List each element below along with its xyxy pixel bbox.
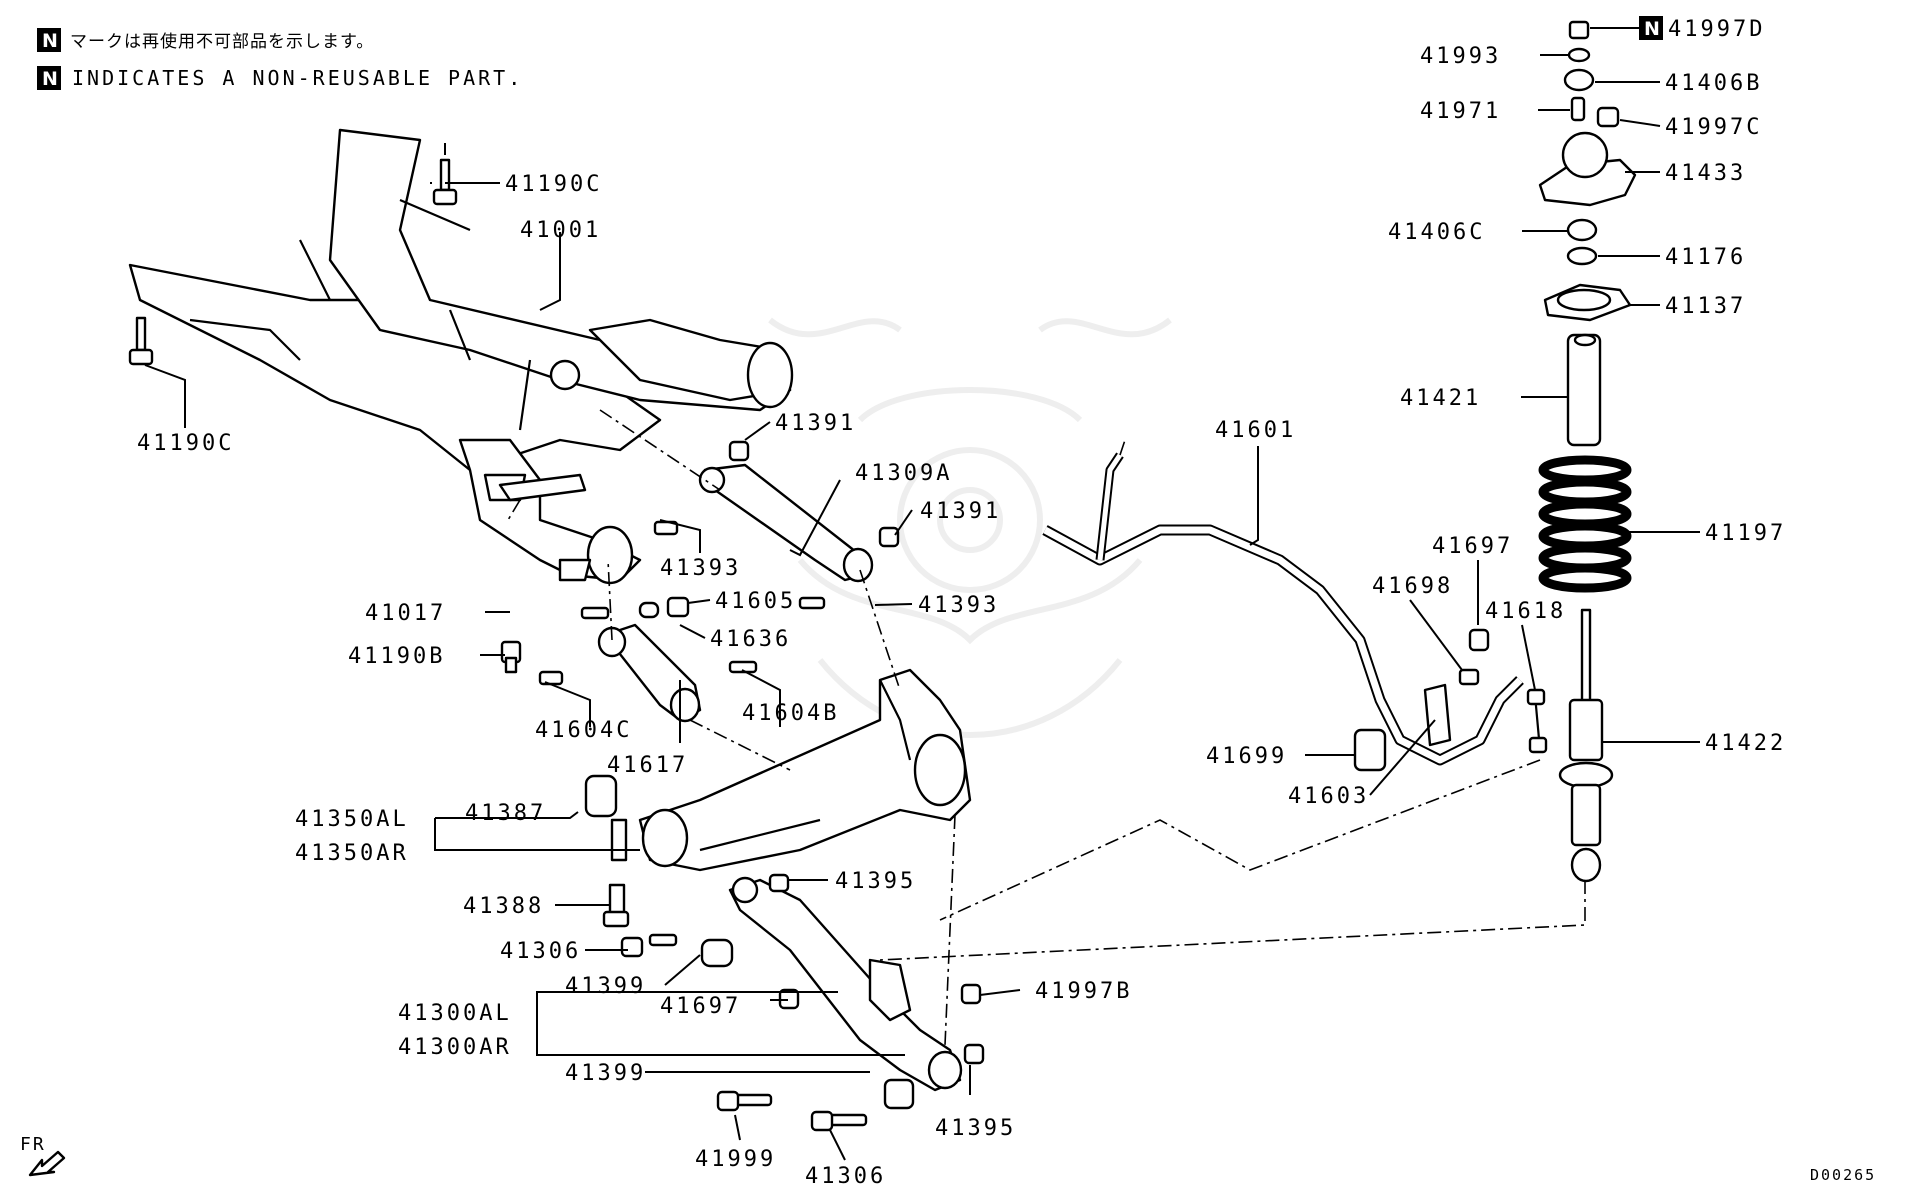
callout-41350AR: 41350AR (295, 841, 409, 866)
front-arrow-icon (28, 1150, 66, 1177)
callout-41391-a: 41391 (775, 411, 856, 436)
callout-41393-b: 41393 (918, 593, 999, 618)
callout-41406C: 41406C (1388, 220, 1485, 245)
callout-41190C-top: 41190C (505, 172, 602, 197)
callout-41306-b: 41306 (805, 1164, 886, 1187)
leader-lines (144, 27, 1700, 1161)
callout-41993: 41993 (1420, 44, 1501, 69)
callout-41393-a: 41393 (660, 556, 741, 581)
stabilizer-link-41618[interactable] (1526, 688, 1548, 754)
callout-41999: 41999 (695, 1147, 776, 1172)
svg-text:N: N (42, 30, 58, 52)
callout-41698: 41698 (1372, 574, 1453, 599)
coil-spring-41197[interactable] (1538, 455, 1632, 593)
callout-41306-a: 41306 (500, 939, 581, 964)
relation-lines (507, 409, 1586, 1046)
callout-41197: 41197 (1705, 521, 1786, 546)
callout-labels: N 41997D 41993 41406B 41971 41997C 41433… (137, 16, 1786, 1187)
lower-control-arm-41300A[interactable] (728, 876, 963, 1092)
non-reusable-note-jp: N マークは再使用不可部品を示します。 (37, 28, 374, 52)
callout-41422: 41422 (1705, 731, 1786, 756)
callout-41699: 41699 (1206, 744, 1287, 769)
callout-41017: 41017 (365, 601, 446, 626)
callout-41399-b: 41399 (565, 1061, 646, 1086)
svg-text:N: N (42, 68, 58, 90)
callout-41395-a: 41395 (835, 869, 916, 894)
callout-41406B: 41406B (1665, 71, 1762, 96)
front-direction-indicator: FR (20, 1134, 66, 1177)
svg-text:マークは再使用不可部品を示します。: マークは再使用不可部品を示します。 (70, 31, 374, 52)
non-reusable-note-en: N INDICATES A NON-REUSABLE PART. (37, 66, 523, 90)
callout-41997B: 41997B (1035, 979, 1132, 1004)
crossmember-41001[interactable] (128, 128, 794, 585)
callout-41391-b: 41391 (920, 499, 1001, 524)
callout-41395-b: 41395 (935, 1116, 1016, 1141)
callout-41601: 41601 (1215, 418, 1296, 443)
callout-41350AL: 41350AL (295, 807, 409, 832)
watermark-emblem (768, 317, 1172, 738)
callout-41300AL: 41300AL (398, 1001, 512, 1026)
callout-41190C-left: 41190C (137, 431, 234, 456)
callout-41388: 41388 (463, 894, 544, 919)
callout-41309A: 41309A (855, 461, 952, 486)
callout-41971: 41971 (1420, 99, 1501, 124)
shock-absorber-41422[interactable] (1558, 608, 1614, 883)
callout-41387: 41387 (465, 801, 546, 826)
diagram-code: D00265 (1810, 1166, 1876, 1184)
callout-41399-a: 41399 (565, 974, 646, 999)
svg-text:N: N (1644, 18, 1660, 40)
callout-41300AR: 41300AR (398, 1035, 512, 1060)
callout-41997D: 41997D (1668, 17, 1765, 42)
toe-link-41617[interactable] (597, 623, 702, 723)
callout-41190B: 41190B (348, 644, 445, 669)
upper-control-arm-41309A[interactable] (698, 463, 874, 583)
callout-41617: 41617 (607, 753, 688, 778)
trailing-arm-41350A[interactable] (638, 668, 972, 872)
callout-41137: 41137 (1665, 294, 1746, 319)
callout-41603: 41603 (1288, 784, 1369, 809)
svg-text:INDICATES A NON-REUSABLE PART.: INDICATES A NON-REUSABLE PART. (72, 66, 523, 90)
svg-text:FR: FR (20, 1134, 46, 1155)
callout-41604B: 41604B (742, 701, 839, 726)
callout-41001: 41001 (520, 218, 601, 243)
callout-41636: 41636 (710, 627, 791, 652)
stabilizer-bar-41601[interactable] (1042, 452, 1524, 766)
strut-assembly[interactable] (1538, 20, 1637, 883)
callout-41176: 41176 (1665, 245, 1746, 270)
callout-41605: 41605 (715, 589, 796, 614)
callout-41997C: 41997C (1665, 115, 1762, 140)
callout-41604C: 41604C (535, 718, 632, 743)
callout-41697-a: 41697 (1432, 534, 1513, 559)
callout-41421: 41421 (1400, 386, 1481, 411)
callout-41697-b: 41697 (660, 994, 741, 1019)
callout-41433: 41433 (1665, 161, 1746, 186)
callout-41618: 41618 (1485, 599, 1566, 624)
